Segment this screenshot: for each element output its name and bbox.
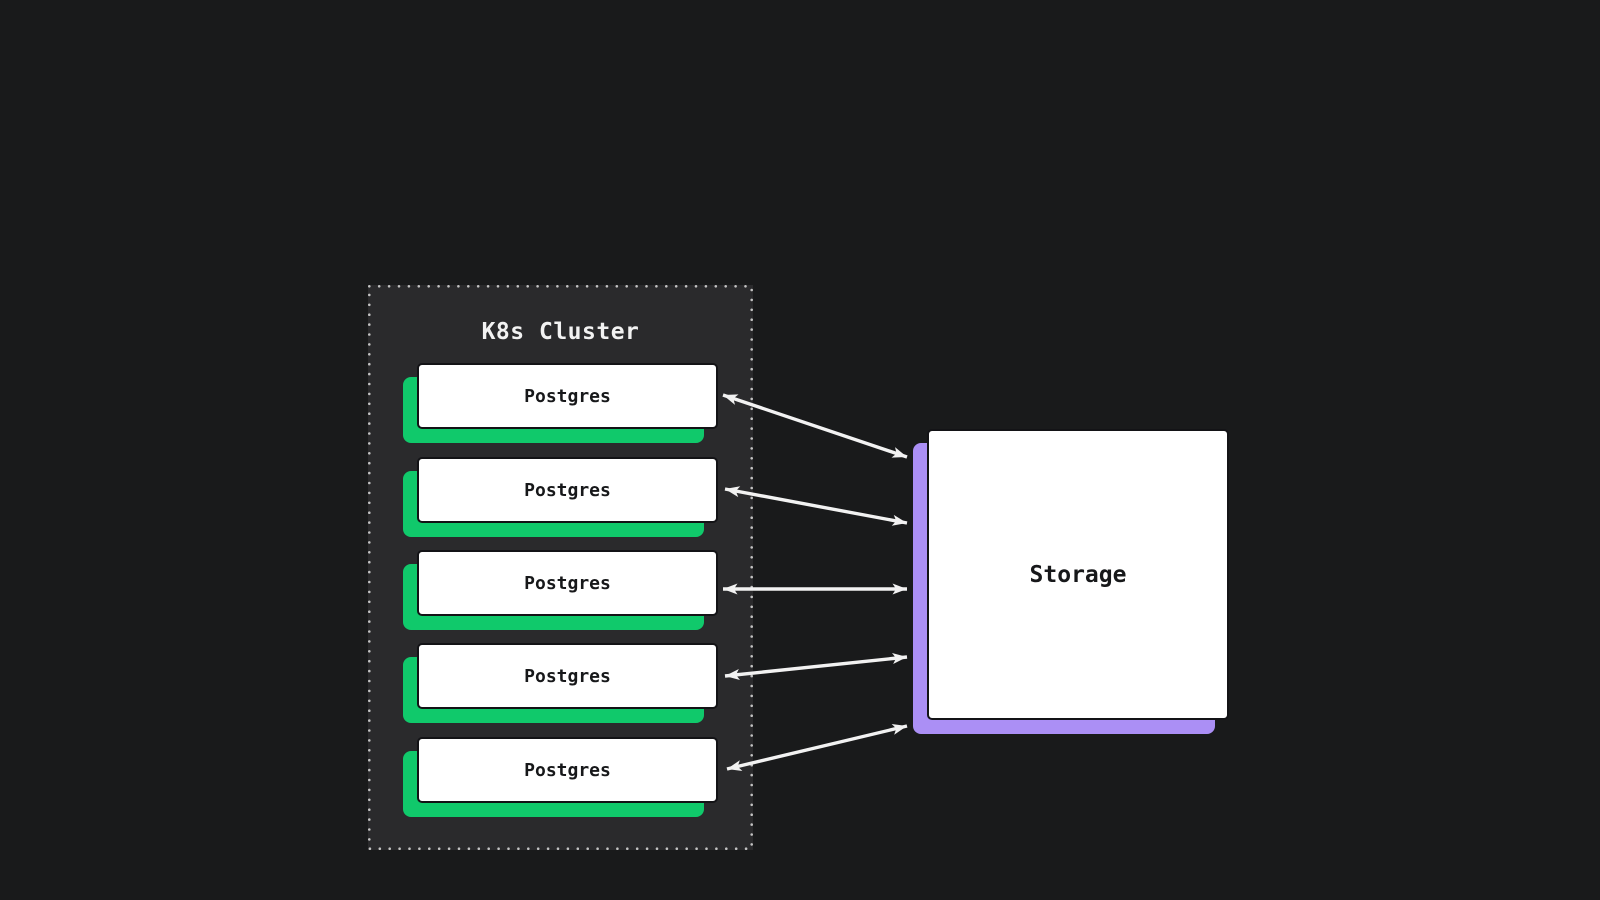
node-label: Postgres bbox=[417, 550, 718, 616]
node-postgres-3: Postgres bbox=[403, 550, 718, 630]
node-label: Postgres bbox=[417, 363, 718, 429]
node-postgres-1: Postgres bbox=[403, 363, 718, 443]
node-postgres-5: Postgres bbox=[403, 737, 718, 817]
arrow-postgres5-storage bbox=[726, 724, 908, 771]
node-label: Postgres bbox=[417, 457, 718, 523]
node-storage: Storage bbox=[913, 429, 1229, 734]
node-postgres-2: Postgres bbox=[403, 457, 718, 537]
storage-label: Storage bbox=[927, 429, 1229, 720]
cluster-title: K8s Cluster bbox=[481, 319, 640, 345]
node-label: Postgres bbox=[417, 737, 718, 803]
node-postgres-4: Postgres bbox=[403, 643, 718, 723]
node-label: Postgres bbox=[417, 643, 718, 709]
